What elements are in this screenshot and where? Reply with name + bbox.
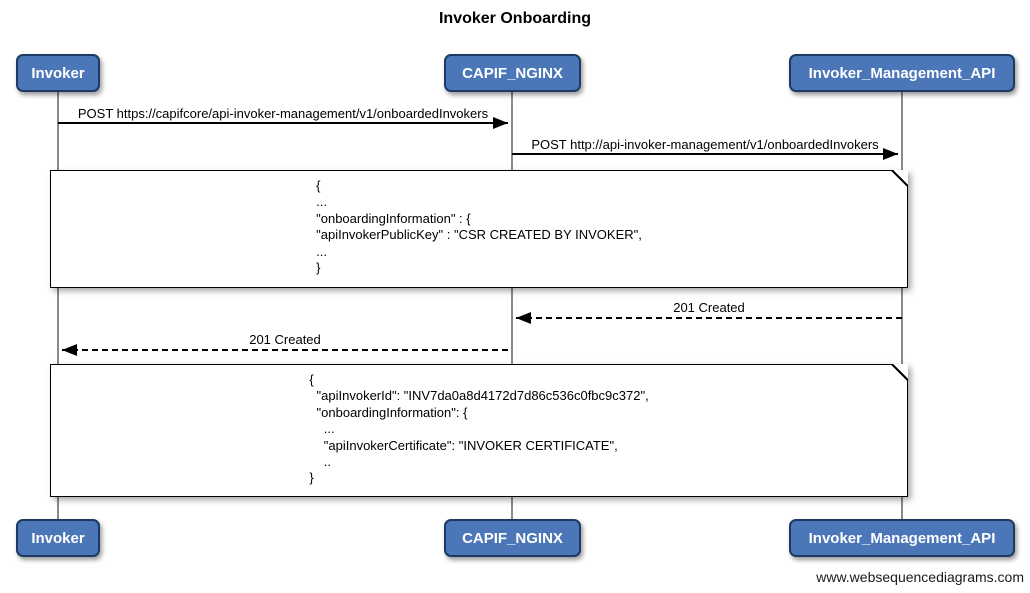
actor-label: Invoker: [31, 64, 85, 82]
note-line: "apiInvokerPublicKey" : "CSR CREATED BY …: [316, 227, 642, 243]
diagram-title: Invoker Onboarding: [438, 10, 591, 27]
actor-label: CAPIF_NGINX: [462, 64, 563, 82]
message-label: POST http://api-invoker-management/v1/on…: [531, 137, 879, 152]
message-line: [512, 153, 898, 155]
lifeline-capif-nginx: [511, 92, 513, 519]
message-line-dashed: [62, 349, 508, 351]
actor-box-invoker-top: Invoker: [16, 54, 100, 92]
actor-box-invoker-bottom: Invoker: [16, 519, 100, 557]
arrowhead-left-icon: [516, 312, 531, 324]
note-line: "onboardingInformation": {: [309, 404, 468, 420]
note-line: }: [309, 470, 314, 486]
note-line: {: [309, 372, 314, 387]
note-line: ..: [309, 454, 331, 470]
note-box-request-body: { ... "onboardingInformation" : { "apiIn…: [50, 170, 908, 288]
actor-label: Invoker_Management_API: [808, 64, 996, 82]
lifeline-invoker: [57, 92, 59, 519]
note-fold-icon: [891, 170, 908, 187]
actor-box-invoker-management-api-bottom: Invoker_Management_API: [789, 519, 1015, 557]
note-line: ...: [316, 243, 327, 259]
message-label: POST https://capifcore/api-invoker-manag…: [77, 106, 489, 121]
note-line: }: [316, 260, 321, 276]
note-fold-icon: [891, 364, 908, 381]
arrowhead-left-icon: [62, 344, 77, 356]
actor-box-capif-nginx-bottom: CAPIF_NGINX: [444, 519, 581, 557]
note-content: { "apiInvokerId": "INV7da0a8d4172d7d86c5…: [309, 372, 648, 487]
message-line-dashed: [516, 317, 902, 319]
actor-box-capif-nginx-top: CAPIF_NGINX: [444, 54, 581, 92]
note-content: { ... "onboardingInformation" : { "apiIn…: [316, 178, 642, 276]
note-line: "onboardingInformation" : {: [316, 210, 471, 226]
note-line: ...: [309, 421, 335, 437]
note-line: "apiInvokerCertificate": "INVOKER CERTIF…: [309, 437, 618, 453]
arrowhead-right-icon: [493, 117, 508, 129]
actor-label: Invoker: [31, 529, 85, 547]
note-line: "apiInvokerId": "INV7da0a8d4172d7d86c536…: [309, 388, 649, 404]
message-line: [58, 122, 508, 124]
actor-label: Invoker_Management_API: [808, 529, 996, 547]
message-label: 201 Created: [249, 332, 321, 347]
message-label: 201 Created: [673, 300, 745, 315]
note-box-response-body: { "apiInvokerId": "INV7da0a8d4172d7d86c5…: [50, 364, 908, 497]
actor-box-invoker-management-api-top: Invoker_Management_API: [789, 54, 1015, 92]
actor-label: CAPIF_NGINX: [462, 529, 563, 547]
note-line: {: [316, 178, 321, 193]
arrowhead-right-icon: [883, 148, 898, 160]
note-line: ...: [316, 194, 327, 210]
lifeline-invoker-management-api: [901, 92, 903, 519]
watermark-text: www.websequencediagrams.com: [816, 569, 1024, 585]
